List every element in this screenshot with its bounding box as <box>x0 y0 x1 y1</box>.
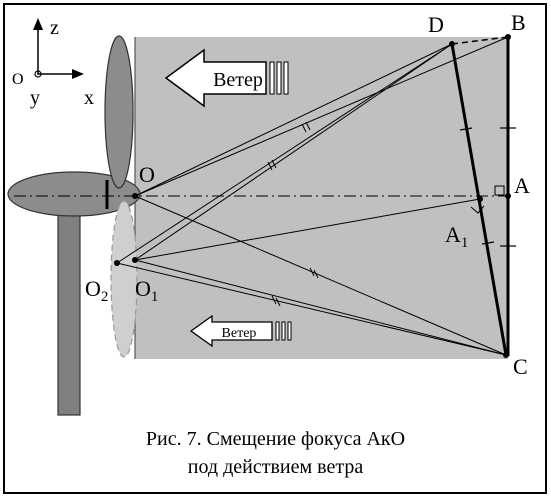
ray-O1-A1 <box>134 198 481 261</box>
point-A1 <box>477 196 483 202</box>
point-B <box>505 34 511 40</box>
label-O1-sub: 1 <box>151 289 159 305</box>
ray-O1-D <box>134 43 453 261</box>
caption-line-1: Рис. 7. Смещение фокуса АкО <box>145 428 406 450</box>
label-D: D <box>428 12 444 37</box>
label-O2-sub: 2 <box>101 289 109 305</box>
label-O1: O1 <box>135 276 158 305</box>
point-O1 <box>132 257 138 263</box>
label-O: O <box>139 162 155 187</box>
axis-origin-label: O <box>12 71 24 88</box>
wind-arrow-upper: Ветер <box>164 48 289 108</box>
antenna-mast <box>57 204 81 416</box>
label-C: C <box>513 354 528 379</box>
wind-label-lower: Ветер <box>222 326 257 341</box>
point-A <box>505 193 511 199</box>
label-A: A <box>514 173 530 198</box>
equal-length-ticks <box>267 121 319 307</box>
label-O1-main: O <box>135 276 151 301</box>
label-A1: A1 <box>445 222 468 251</box>
point-C <box>503 352 509 358</box>
label-B: B <box>511 10 526 35</box>
ray-O-B <box>134 36 509 197</box>
ray-O2-C <box>116 262 507 356</box>
ray-O1-C <box>134 259 507 356</box>
label-A1-sub: 1 <box>461 235 469 251</box>
label-A1-main: A <box>445 222 461 247</box>
axis-x-label: x <box>84 87 94 109</box>
point-O2 <box>114 260 120 266</box>
tick-DC-lower <box>481 241 495 245</box>
axis-z-label: z <box>50 17 59 39</box>
right-angle-A1 <box>470 205 485 214</box>
point-O <box>132 193 138 199</box>
reflector-mirror-displaced <box>110 200 138 358</box>
wind-arrow-lower: Ветер <box>189 314 292 348</box>
coordinate-axes: z x y O <box>12 17 94 109</box>
label-O2-main: O <box>85 276 101 301</box>
tick-DC-upper <box>459 127 473 131</box>
point-labels: O O1 O2 A A1 B C D <box>85 10 530 379</box>
ray-O-C <box>134 195 507 356</box>
point-D <box>449 41 455 47</box>
right-angle-A <box>494 185 505 196</box>
wind-label-upper: Ветер <box>213 69 263 91</box>
reflector-mirror <box>104 35 134 189</box>
ray-O2-D <box>116 43 453 264</box>
axis-y-label: y <box>30 87 40 109</box>
caption-line-2: под действием ветра <box>187 456 364 478</box>
label-O2: O2 <box>85 276 108 305</box>
ray-O-D <box>134 43 453 197</box>
